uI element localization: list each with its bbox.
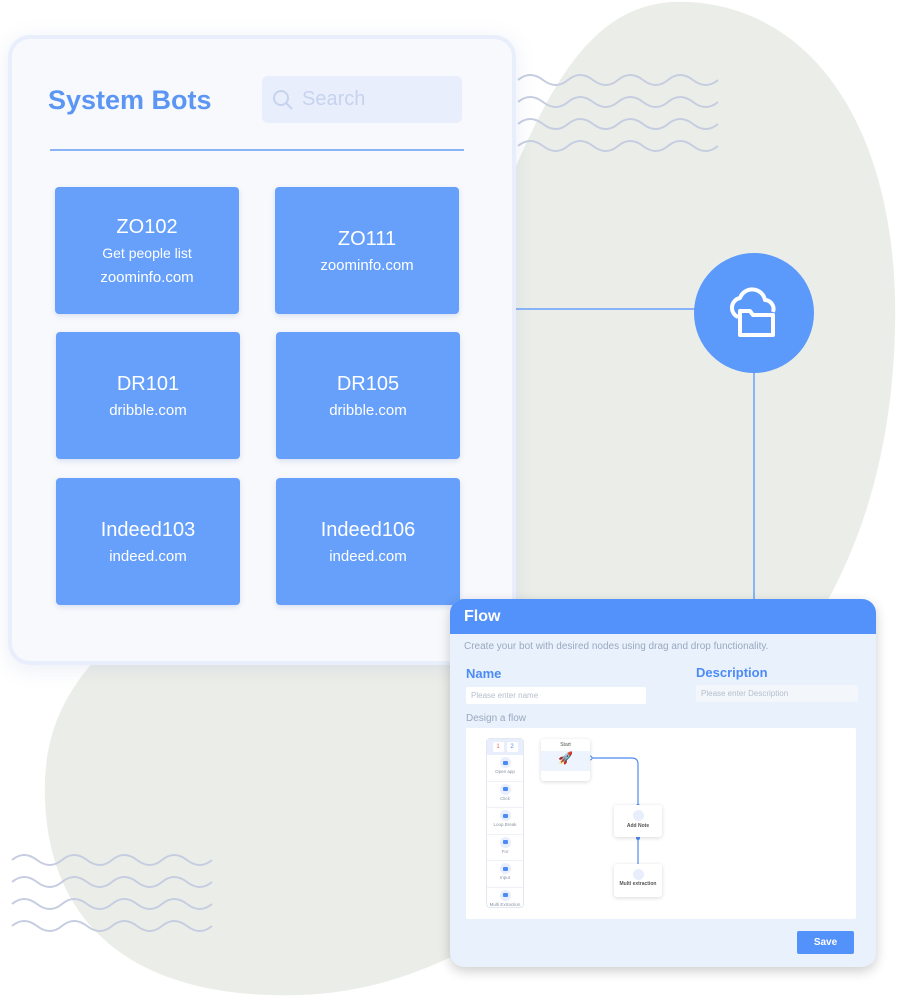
palette-item[interactable]: Input [487,863,523,888]
open-app-icon [499,757,511,768]
bot-code: ZO111 [337,227,397,250]
add-note-node[interactable]: Add Note [614,805,662,837]
description-label: Description [696,665,768,680]
bot-domain: indeed.com [109,547,187,565]
bot-domain: zoominfo.com [320,256,414,274]
bot-card[interactable]: Indeed106 indeed.com [276,478,460,605]
palette-item[interactable]: Loop Break [487,810,523,835]
bot-code: Indeed106 [320,518,416,541]
palette-tab[interactable]: 1 [492,742,504,752]
bot-domain: zoominfo.com [100,268,194,286]
input-icon [499,863,511,874]
note-icon [632,810,644,821]
loop-break-icon [499,810,511,821]
cloud-folder-badge [694,253,814,373]
multi-extraction-icon [499,889,511,901]
bot-code: ZO102 [116,215,178,238]
bot-card[interactable]: ZO111 zoominfo.com [275,187,459,314]
bot-card[interactable]: Indeed103 indeed.com [56,478,240,605]
palette-item[interactable]: Multi Extraction [487,889,523,915]
connector-line [516,308,696,310]
cloud-folder-icon [729,287,776,337]
bot-domain: dribble.com [329,401,407,419]
bot-card[interactable]: DR105 dribble.com [276,332,460,459]
bot-code: DR105 [336,372,400,395]
bot-code: DR101 [116,372,180,395]
page-title: System Bots [48,85,212,115]
rocket-icon: 🚀 [541,751,590,771]
name-input[interactable]: Please enter name [466,687,646,704]
bot-domain: indeed.com [329,547,407,565]
multi-extraction-node[interactable]: Multi extraction [614,864,662,897]
description-input[interactable]: Please enter Description [696,685,858,702]
design-label: Design a flow [466,713,527,724]
search-input[interactable]: Search [262,76,462,123]
start-node[interactable]: Start🚀 [541,739,590,781]
palette-item[interactable]: Click [487,783,523,808]
flow-title: Flow [450,599,876,634]
flow-dialog: Flow Create your bot with desired nodes … [450,599,876,967]
palette-item[interactable]: Open app [487,757,523,782]
bot-subtitle: Get people list [102,244,192,261]
extraction-icon [632,869,644,880]
palette-item[interactable]: For [487,836,523,861]
bot-domain: dribble.com [109,401,187,419]
click-icon [499,783,511,795]
search-placeholder: Search [302,88,366,110]
search-icon [273,89,293,110]
flow-description: Create your bot with desired nodes using… [464,641,769,652]
save-button[interactable]: Save [797,931,854,954]
for-icon [499,836,511,848]
bot-code: Indeed103 [100,518,196,541]
name-label: Name [466,666,502,681]
palette-tab[interactable]: 2 [506,742,518,752]
bot-card[interactable]: DR101 dribble.com [56,332,240,459]
divider [50,149,464,151]
connector-line [753,372,755,600]
